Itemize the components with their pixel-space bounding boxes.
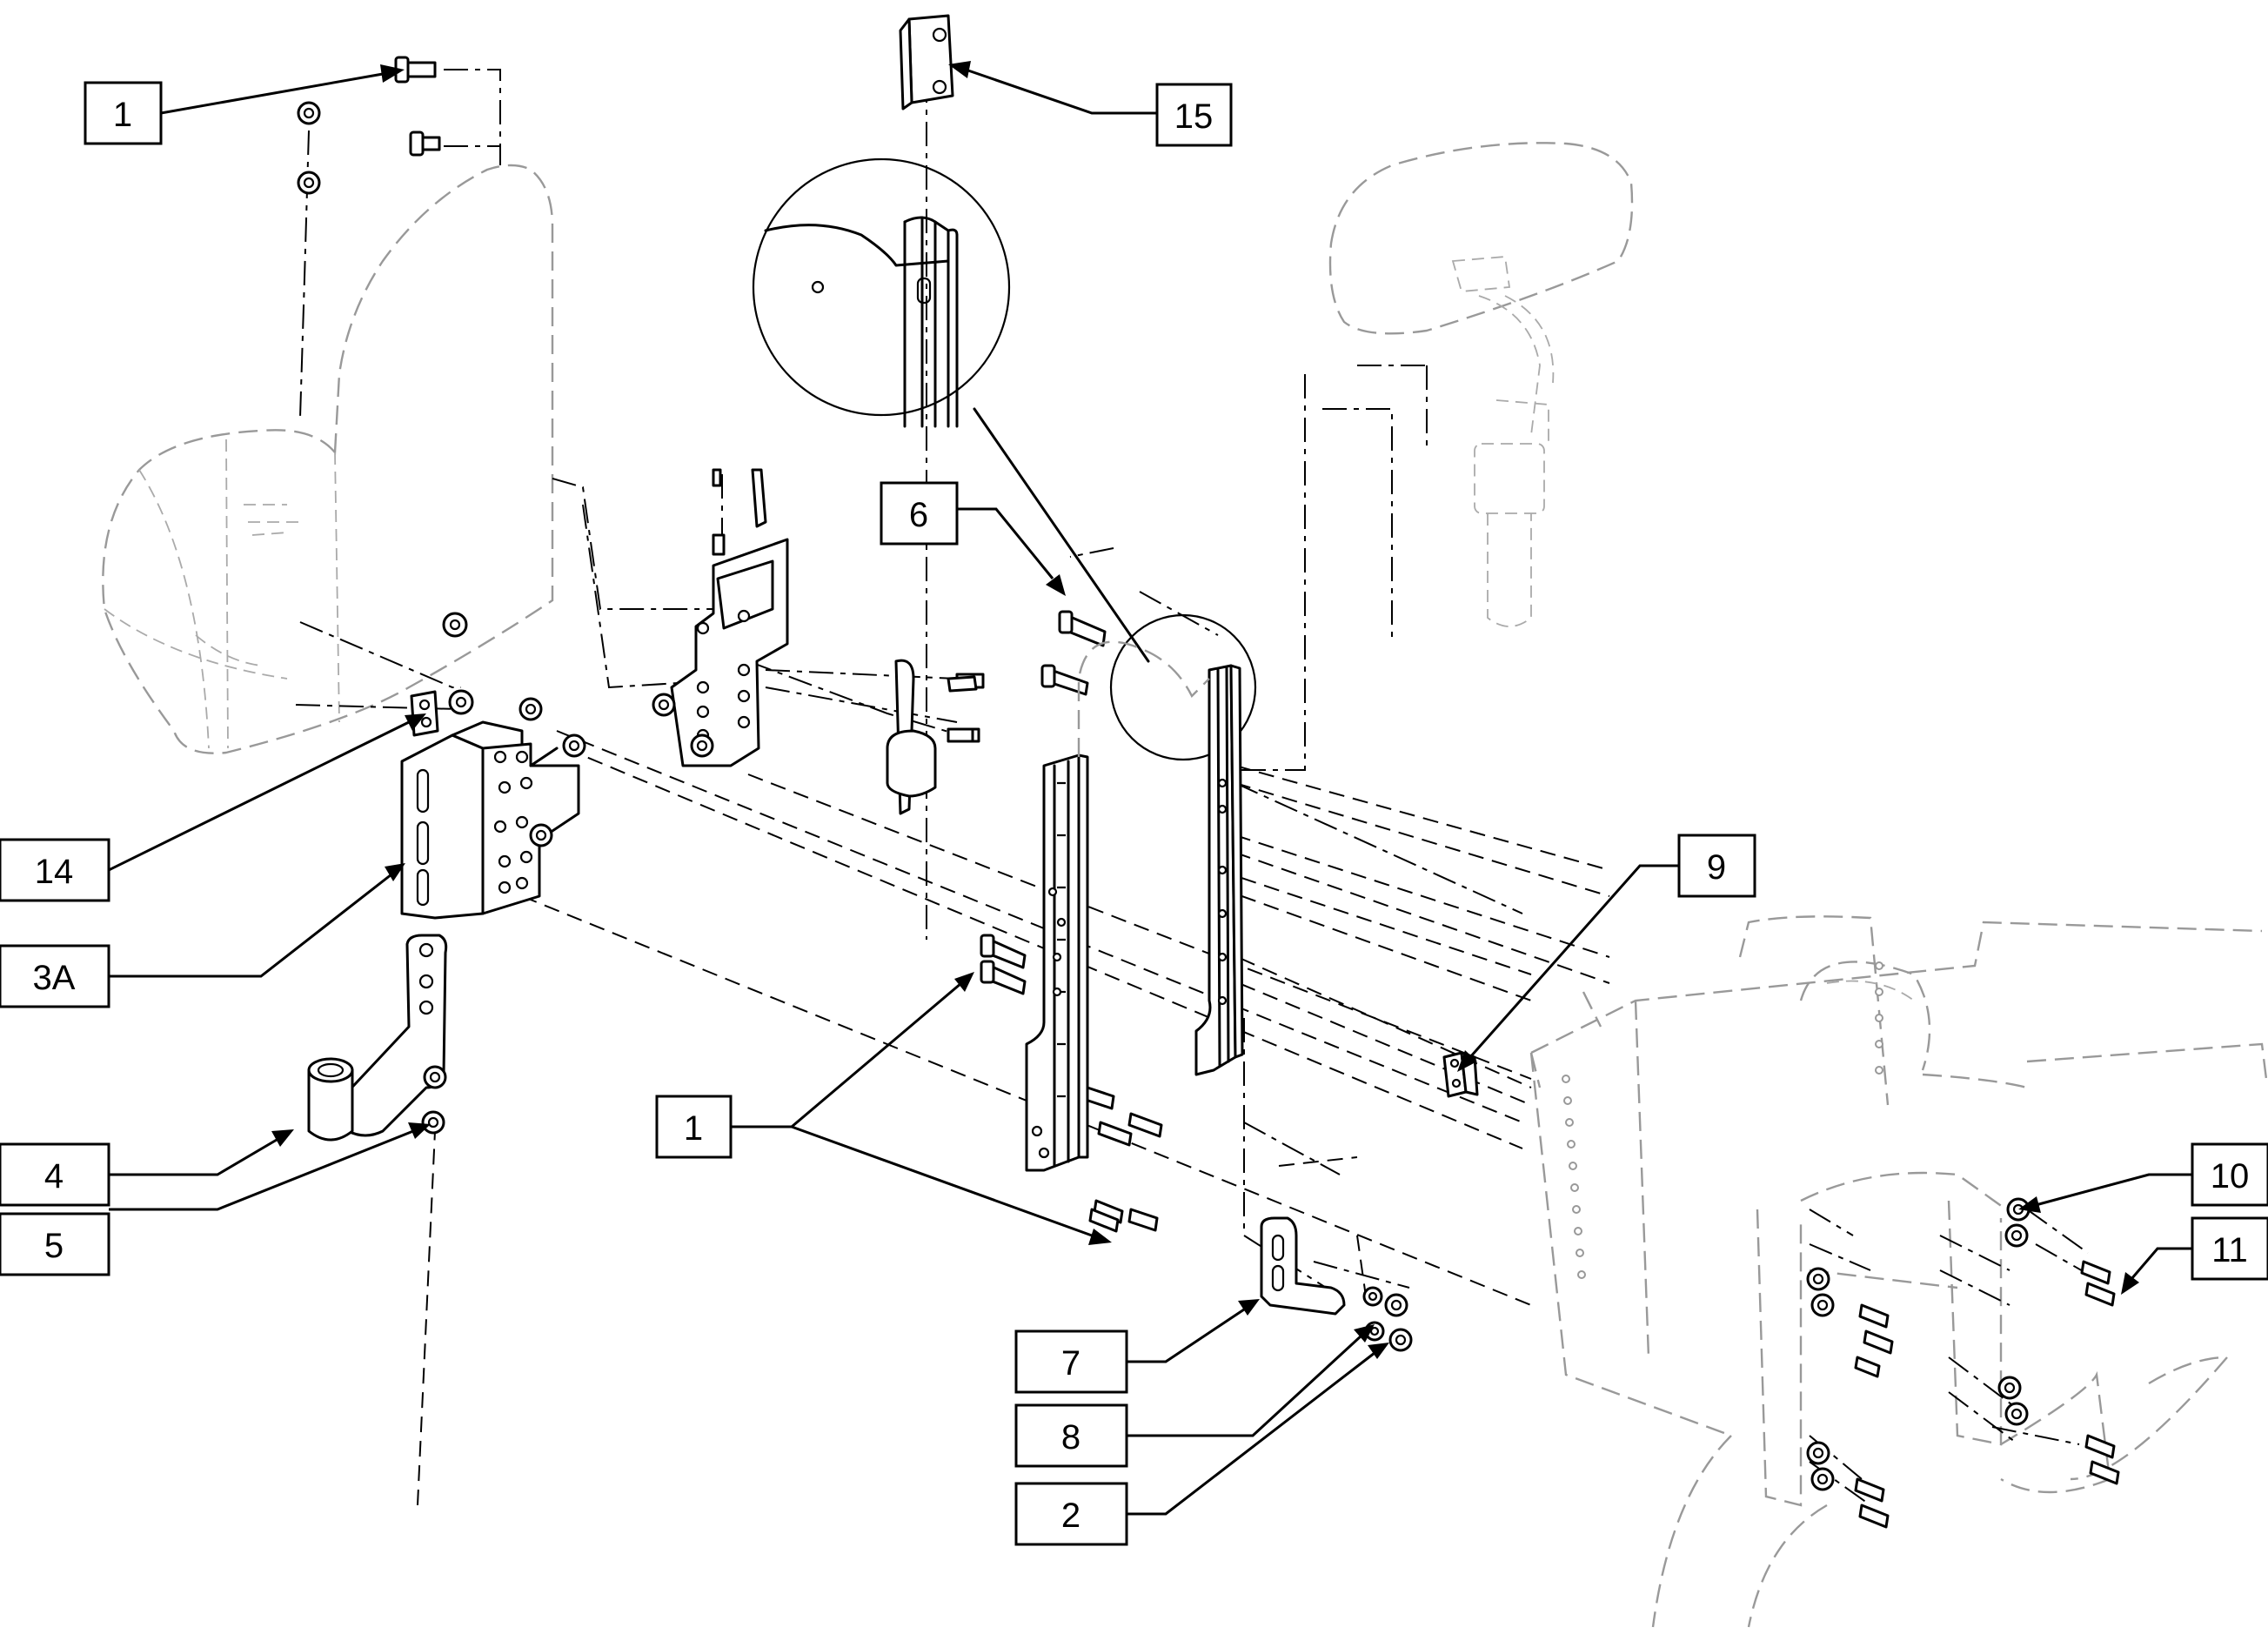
- callout-11: 11: [2191, 1216, 2268, 1281]
- callout-8-label: 8: [1061, 1418, 1080, 1457]
- callout-3a: 3A: [0, 944, 110, 1008]
- callout-1-middle: 1: [655, 1095, 733, 1159]
- leader-lines: [108, 61, 2192, 1516]
- callout-9: 9: [1677, 834, 1756, 898]
- seat-frame-ghost: [1529, 915, 2268, 1628]
- part-10-11-hardware: [1806, 1197, 2120, 1529]
- tall-rails: [1025, 640, 1244, 1172]
- center-bracket: [652, 468, 789, 767]
- detail-magnified-view: [752, 157, 1257, 761]
- callout-4: 4: [0, 1142, 110, 1207]
- part-5-screws: [421, 1065, 447, 1135]
- part-9-block: [1442, 1051, 1479, 1098]
- part-3a-bracket: [400, 697, 586, 920]
- callout-3a-label: 3A: [33, 959, 76, 997]
- seat-frame-holes: [1562, 961, 1883, 1279]
- part-7-l-bracket: [1260, 1216, 1413, 1352]
- callout-15: 15: [1155, 83, 1233, 147]
- callout-1-middle-label: 1: [684, 1109, 703, 1148]
- callout-10: 10: [2191, 1142, 2268, 1207]
- backrest-pad-ghost: [102, 164, 554, 754]
- callout-1-top: 1: [84, 81, 163, 145]
- part-4-pivot: [307, 934, 448, 1142]
- callout-8: 8: [1014, 1403, 1128, 1468]
- callout-2: 2: [1014, 1482, 1128, 1546]
- callout-1-top-label: 1: [113, 96, 132, 134]
- screws-part-1-top: [297, 56, 441, 195]
- hinge-clip: [886, 659, 985, 815]
- callout-2-label: 2: [1061, 1497, 1080, 1535]
- callout-5-label: 5: [44, 1227, 64, 1265]
- callout-11-label: 11: [2211, 1231, 2248, 1269]
- callout-6-label: 6: [909, 496, 928, 534]
- callout-14-label: 14: [35, 853, 74, 891]
- callout-5: 5: [0, 1212, 110, 1276]
- callout-15-label: 15: [1174, 97, 1214, 136]
- part-15-clip: [899, 14, 954, 110]
- callout-7-label: 7: [1061, 1344, 1080, 1383]
- headrest-ghost: [1328, 142, 1634, 627]
- callout-9-label: 9: [1707, 848, 1726, 887]
- callout-6: 6: [880, 481, 959, 546]
- screws-center: [947, 610, 1163, 1233]
- callout-14: 14: [0, 838, 110, 902]
- callout-4-label: 4: [44, 1157, 64, 1195]
- callout-10-label: 10: [2211, 1157, 2250, 1195]
- callout-7: 7: [1014, 1329, 1128, 1394]
